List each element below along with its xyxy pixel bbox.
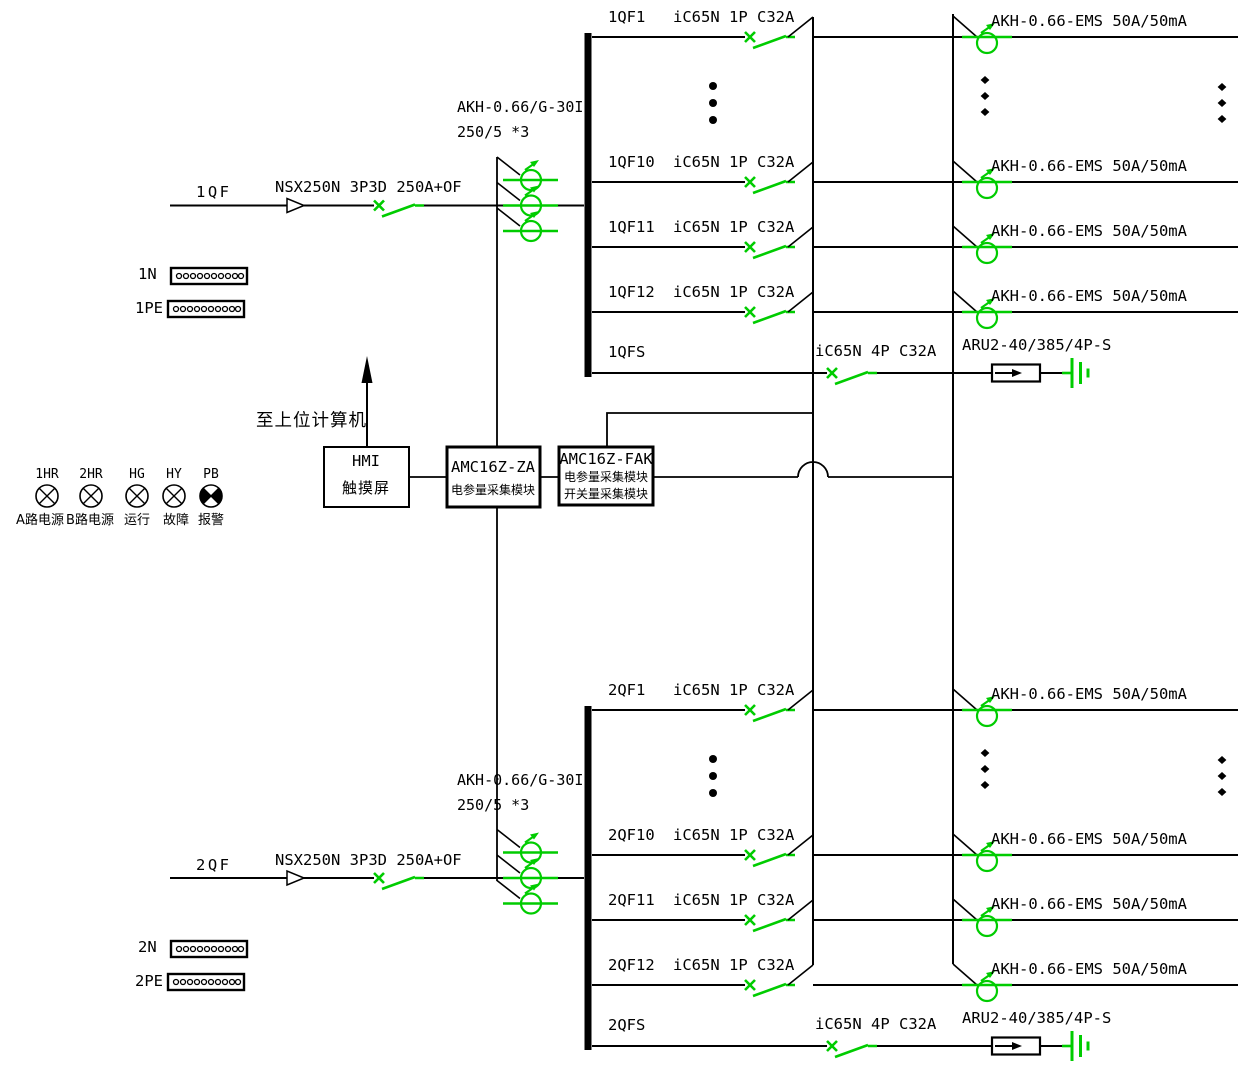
branch-ems-label: AKH-0.66-EMS 50A/50mA <box>991 12 1187 30</box>
feeder-1-tag: 1QF <box>196 183 232 201</box>
spd-model: ARU2-40/385/4P-S <box>962 336 1112 354</box>
branch-2QF1 <box>592 688 1238 728</box>
feeder-1-breaker-label: NSX250N 3P3D 250A+OF <box>275 178 462 196</box>
spd-branch-breaker: iC65N 4P C32A <box>815 342 937 360</box>
branch-ems-label: AKH-0.66-EMS 50A/50mA <box>991 960 1187 978</box>
branch-2QF10 <box>592 833 1238 873</box>
hmi-title: HMI <box>352 452 380 470</box>
lamp-tag: HY <box>166 467 182 482</box>
amc16z-fak-box <box>557 445 655 507</box>
lamp-tag: HG <box>129 467 145 482</box>
branch-ems-label: AKH-0.66-EMS 50A/50mA <box>991 157 1187 175</box>
lamp-label: 运行 <box>123 513 151 528</box>
indicator-lamps <box>35 484 223 508</box>
branch-1QF1 <box>592 15 1238 55</box>
branch-breaker-label: iC65N 1P C32A <box>673 956 795 974</box>
branch-2QFS <box>592 1031 1090 1061</box>
branch-ems-label: AKH-0.66-EMS 50A/50mA <box>991 895 1187 913</box>
fak-subtitle-1: 电参量采集模块 <box>563 470 649 484</box>
amc16z-za-box <box>445 445 542 509</box>
branch-tag: 1QF12 <box>608 283 655 301</box>
terminal-blocks-1 <box>166 266 249 319</box>
branch-breaker-label: iC65N 1P C32A <box>673 8 795 26</box>
feeder-2-ct-ratio: 250/5 *3 <box>457 796 530 814</box>
hmi-box <box>323 446 410 508</box>
lamp-label: B路电源 <box>66 513 114 528</box>
branch-ems-label: AKH-0.66-EMS 50A/50mA <box>991 222 1187 240</box>
branch-tag: 1QF1 <box>608 8 646 26</box>
busbar-2 <box>584 706 592 1050</box>
branch-tag: 2QF11 <box>608 891 655 909</box>
feeder-2-breaker-label: NSX250N 3P3D 250A+OF <box>275 851 462 869</box>
za-title: AMC16Z-ZA <box>451 458 535 476</box>
feeder-2-tag: 2QF <box>196 856 232 874</box>
feeder-1 <box>170 156 584 243</box>
terminal-1pe-label: 1PE <box>135 299 163 317</box>
alarm-lamp <box>199 484 223 508</box>
branch-1QF10 <box>592 160 1238 200</box>
za-subtitle: 电参量采集模块 <box>450 483 536 497</box>
busbar-1 <box>584 33 592 377</box>
spd-model: ARU2-40/385/4P-S <box>962 1009 1112 1027</box>
terminal-2n-label: 2N <box>138 938 157 956</box>
branch-breaker-label: iC65N 1P C32A <box>673 891 795 909</box>
branch-breaker-label: iC65N 1P C32A <box>673 681 795 699</box>
hmi-subtitle: 触摸屏 <box>341 479 391 497</box>
lamp-tag: 1HR <box>35 467 59 482</box>
branch-2QF11 <box>592 898 1238 938</box>
branch-breaker-label: iC65N 1P C32A <box>673 218 795 236</box>
branch-ems-label: AKH-0.66-EMS 50A/50mA <box>991 287 1187 305</box>
lamp-label: 故障 <box>162 513 190 528</box>
branch-ems-label: AKH-0.66-EMS 50A/50mA <box>991 685 1187 703</box>
lamp-label: A路电源 <box>16 513 64 528</box>
branch-1QFS <box>592 358 1090 388</box>
control-wiring <box>361 356 953 478</box>
lamp-tag: PB <box>203 467 219 482</box>
feeder-1-ct-model: AKH-0.66/G-30I <box>457 98 584 116</box>
fak-title: AMC16Z-FAK <box>559 450 653 468</box>
branch-tag: 1QF10 <box>608 153 655 171</box>
branch-1QF12 <box>592 290 1238 330</box>
branch-2QF12 <box>592 963 1238 1003</box>
branch-tag: 2QF10 <box>608 826 655 844</box>
dots-top <box>709 76 1227 124</box>
branch-breaker-label: iC65N 1P C32A <box>673 283 795 301</box>
branch-tag: 2QF12 <box>608 956 655 974</box>
spd-branch-tag: 1QFS <box>608 343 646 361</box>
branch-breaker-label: iC65N 1P C32A <box>673 153 795 171</box>
branch-1QF11 <box>592 225 1238 265</box>
terminal-1n-label: 1N <box>138 265 157 283</box>
branch-tag: 1QF11 <box>608 218 655 236</box>
spd-branch-tag: 2QFS <box>608 1016 646 1034</box>
dots-bottom <box>709 749 1227 797</box>
fak-subtitle-2: 开关量采集模块 <box>563 487 649 501</box>
branch-ems-label: AKH-0.66-EMS 50A/50mA <box>991 830 1187 848</box>
to-host-label: 至上位计算机 <box>256 411 367 431</box>
feeder-2 <box>170 828 584 915</box>
feeder-1-ct-ratio: 250/5 *3 <box>457 123 530 141</box>
terminal-blocks-2 <box>166 939 249 992</box>
branch-breaker-label: iC65N 1P C32A <box>673 826 795 844</box>
lamp-tag: 2HR <box>79 467 103 482</box>
feeder-2-ct-model: AKH-0.66/G-30I <box>457 771 584 789</box>
branch-tag: 2QF1 <box>608 681 646 699</box>
terminal-2pe-label: 2PE <box>135 972 163 990</box>
lamp-label: 报警 <box>197 513 225 528</box>
spd-branch-breaker: iC65N 4P C32A <box>815 1015 937 1033</box>
